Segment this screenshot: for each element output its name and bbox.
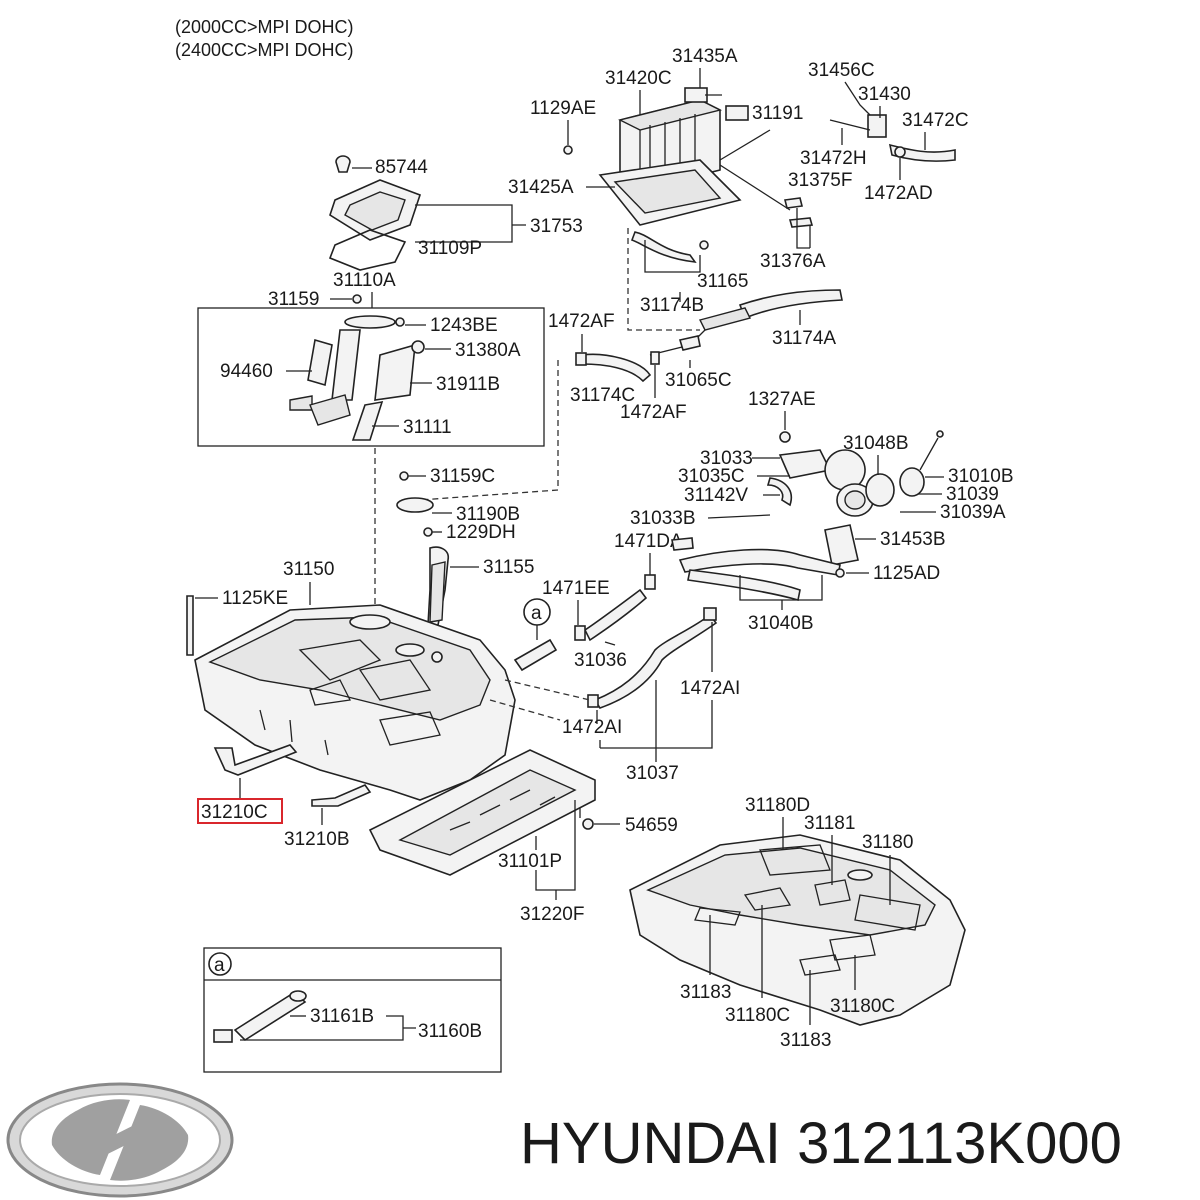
label-31472C: 31472C <box>902 110 969 131</box>
label-1472AI-right: 1472AI <box>680 678 740 699</box>
label-1472AD: 1472AD <box>864 183 933 204</box>
label-31420C: 31420C <box>605 68 672 89</box>
label-31181: 31181 <box>804 813 855 834</box>
canister-assembly <box>598 87 956 226</box>
highlight-box-31210C <box>197 798 283 824</box>
label-31191: 31191 <box>752 103 803 124</box>
label-85744: 85744 <box>375 157 428 178</box>
label-31159: 31159 <box>268 289 319 310</box>
label-54659: 54659 <box>625 815 678 836</box>
label-31010B: 31010B <box>948 466 1014 487</box>
label-31174C: 31174C <box>570 385 635 406</box>
pump-cover-group <box>328 155 422 271</box>
label-31110A: 31110A <box>333 270 396 291</box>
label-31036: 31036 <box>574 650 627 671</box>
label-31380A: 31380A <box>455 340 521 361</box>
label-31472H: 31472H <box>800 148 867 169</box>
label-1129AE: 1129AE <box>530 98 596 119</box>
label-31155: 31155 <box>483 557 534 578</box>
engine-spec-line-1: (2000CC>MPI DOHC) <box>175 17 354 37</box>
label-31142V: 31142V <box>684 485 748 506</box>
label-31375F: 31375F <box>788 170 852 191</box>
label-31753: 31753 <box>530 216 583 237</box>
label-31220F: 31220F <box>520 904 584 925</box>
label-31160B: 31160B <box>418 1021 482 1042</box>
label-31183-a: 31183 <box>680 982 731 1003</box>
label-31174A: 31174A <box>772 328 836 349</box>
label-31039: 31039 <box>946 484 999 505</box>
label-1327AE: 1327AE <box>748 389 816 410</box>
label-1229DH: 1229DH <box>446 522 516 543</box>
label-31033: 31033 <box>700 448 753 469</box>
label-1125AD: 1125AD <box>873 563 940 584</box>
label-31180C-a: 31180C <box>725 1005 790 1026</box>
label-31150: 31150 <box>283 559 334 580</box>
label-31425A: 31425A <box>508 177 574 198</box>
label-31101P: 31101P <box>498 851 562 872</box>
callout-a-marker: a <box>531 603 542 624</box>
label-31035C: 31035C <box>678 466 745 487</box>
label-1472AI-left: 1472AI <box>562 717 622 738</box>
tank-protector <box>368 749 596 876</box>
pump-module-box <box>197 307 545 447</box>
pump-module-parts <box>289 315 425 441</box>
label-31165: 31165 <box>697 271 748 292</box>
label-1471DA: 1471DA <box>614 531 683 552</box>
label-31376A: 31376A <box>760 251 826 272</box>
label-31174B: 31174B <box>640 295 704 316</box>
label-94460: 94460 <box>220 361 273 382</box>
part-number-title: HYUNDAI 312113K000 <box>520 1111 1122 1176</box>
label-1243BE: 1243BE <box>430 315 498 336</box>
label-1472AF-bot: 1472AF <box>620 402 687 423</box>
label-31911B: 31911B <box>436 374 500 395</box>
detail-inset-a <box>203 947 502 1073</box>
fuel-tank-secondary <box>629 834 966 1026</box>
label-31039A: 31039A <box>940 502 1006 523</box>
label-31453B: 31453B <box>880 529 946 550</box>
label-31430: 31430 <box>858 84 911 105</box>
label-31190B: 31190B <box>456 504 520 525</box>
label-31037: 31037 <box>626 763 679 784</box>
label-31048B: 31048B <box>843 433 909 454</box>
label-31180: 31180 <box>862 832 913 853</box>
label-1471EE: 1471EE <box>542 578 610 599</box>
label-31040B: 31040B <box>748 613 814 634</box>
label-31210C: 31210C <box>201 802 268 823</box>
label-31180D: 31180D <box>745 795 810 816</box>
label-31456C: 31456C <box>808 60 875 81</box>
label-31210B: 31210B <box>284 829 350 850</box>
label-31109P: 31109P <box>418 238 482 259</box>
label-1125KE: 1125KE <box>222 588 288 609</box>
label-31111: 31111 <box>403 417 452 438</box>
hyundai-logo-icon <box>6 1082 234 1198</box>
label-31033B: 31033B <box>630 508 696 529</box>
label-1472AF-top: 1472AF <box>548 311 615 332</box>
filler-neck-parts <box>766 430 944 566</box>
label-31183-b: 31183 <box>780 1030 831 1051</box>
inset-a-marker: a <box>214 955 225 976</box>
label-31065C: 31065C <box>665 370 732 391</box>
label-31435A: 31435A <box>672 46 738 67</box>
label-31180C-b: 31180C <box>830 996 895 1017</box>
label-31159C: 31159C <box>430 466 495 487</box>
engine-spec-line-2: (2400CC>MPI DOHC) <box>175 40 354 60</box>
label-31161B: 31161B <box>310 1006 374 1027</box>
